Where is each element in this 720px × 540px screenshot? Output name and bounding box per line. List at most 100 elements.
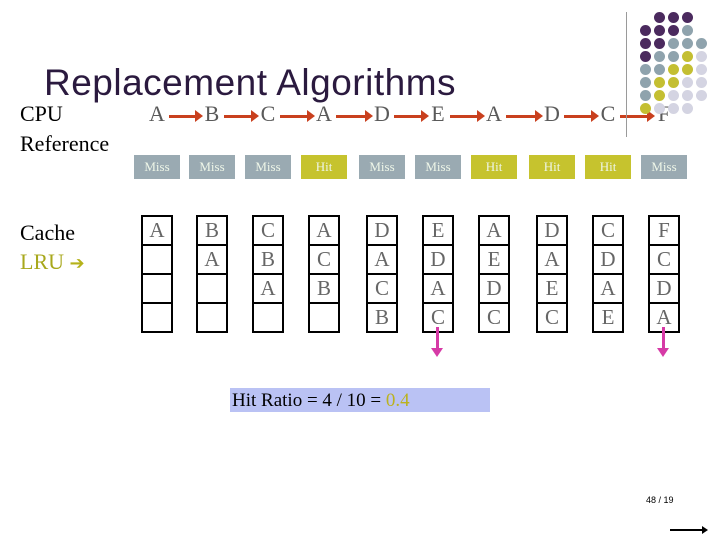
- hit-ratio-box: Hit Ratio = 4 / 10 = 0.4: [230, 388, 490, 412]
- decorative-dot: [668, 38, 679, 49]
- decorative-dot: [640, 38, 651, 49]
- cache-slot: F: [650, 217, 678, 246]
- result-badge-5: Miss: [359, 155, 405, 179]
- lru-text: LRU: [20, 249, 64, 274]
- slide-title: Replacement Algorithms: [44, 62, 456, 104]
- decorative-dot: [654, 25, 665, 36]
- decorative-dot: [682, 90, 693, 101]
- sequence-arrow-icon: [280, 115, 308, 118]
- cache-slot: D: [424, 246, 452, 275]
- sequence-arrow-icon: [450, 115, 478, 118]
- decorative-dot: [654, 64, 665, 75]
- decorative-dot: [682, 77, 693, 88]
- cache-column-9: CDAE: [592, 215, 624, 333]
- cache-slot: A: [198, 246, 226, 275]
- cache-slot: E: [480, 246, 508, 275]
- reference-1: A: [142, 101, 172, 127]
- cache-slot: E: [538, 275, 566, 304]
- cache-slot: B: [368, 304, 396, 331]
- cache-slot: A: [480, 217, 508, 246]
- result-badge-6: Miss: [415, 155, 461, 179]
- sequence-arrow-icon: [506, 115, 536, 118]
- cache-slot: D: [538, 217, 566, 246]
- decorative-dot: [654, 90, 665, 101]
- decorative-dot: [654, 12, 665, 23]
- decorative-dot: [668, 103, 679, 114]
- cache-column-3: CBA: [252, 215, 284, 333]
- cache-slot: B: [310, 275, 338, 304]
- sequence-arrow-icon: [224, 115, 252, 118]
- decorative-dot: [654, 38, 665, 49]
- result-badge-7: Hit: [471, 155, 517, 179]
- decorative-dot: [696, 64, 707, 75]
- cache-slot: [198, 304, 226, 331]
- decorative-dot: [640, 25, 651, 36]
- decorative-dot: [640, 64, 651, 75]
- result-badge-2: Miss: [189, 155, 235, 179]
- decorative-dot: [640, 103, 651, 114]
- decorative-dot: [654, 103, 665, 114]
- decorative-dot: [668, 25, 679, 36]
- result-badge-10: Miss: [641, 155, 687, 179]
- sequence-arrow-icon: [564, 115, 592, 118]
- sequence-arrow-icon: [169, 115, 196, 118]
- cache-slot: E: [594, 304, 622, 331]
- cache-slot: A: [594, 275, 622, 304]
- result-badge-3: Miss: [245, 155, 291, 179]
- cache-label: Cache: [20, 219, 75, 247]
- decorative-dot: [682, 64, 693, 75]
- decorative-dot: [682, 51, 693, 62]
- cpu-label: CPU: [20, 100, 63, 128]
- sequence-arrow-icon: [394, 115, 422, 118]
- eviction-arrow-icon: [436, 327, 439, 351]
- sequence-arrow-icon: [620, 115, 648, 118]
- lru-label: LRU ➔: [20, 248, 85, 278]
- decorative-dot: [668, 64, 679, 75]
- decorative-dot: [682, 25, 693, 36]
- decorative-dot: [668, 51, 679, 62]
- eviction-arrow-icon: [662, 327, 665, 351]
- decorative-dot: [696, 90, 707, 101]
- cache-slot: C: [480, 304, 508, 331]
- decorative-dot: [668, 90, 679, 101]
- result-badge-1: Miss: [134, 155, 180, 179]
- cache-slot: [254, 304, 282, 331]
- divider-line: [626, 12, 627, 137]
- decorative-dot: [668, 77, 679, 88]
- cache-column-6: EDAC: [422, 215, 454, 333]
- result-badge-4: Hit: [301, 155, 347, 179]
- cache-slot: B: [198, 217, 226, 246]
- cache-slot: [143, 246, 171, 275]
- decorative-dot: [640, 77, 651, 88]
- cache-slot: D: [368, 217, 396, 246]
- next-slide-arrow-icon[interactable]: [670, 529, 704, 531]
- decorative-dot: [668, 12, 679, 23]
- page-number: 48 / 19: [646, 495, 674, 505]
- decorative-dot: [682, 103, 693, 114]
- decorative-dot: [640, 51, 651, 62]
- cache-slot: B: [254, 246, 282, 275]
- cache-slot: C: [310, 246, 338, 275]
- decorative-dot: [696, 38, 707, 49]
- cache-slot: C: [254, 217, 282, 246]
- decorative-dot: [654, 77, 665, 88]
- cache-slot: A: [368, 246, 396, 275]
- cache-slot: [143, 304, 171, 331]
- cache-slot: A: [254, 275, 282, 304]
- hit-ratio-text: Hit Ratio = 4 / 10 =: [232, 390, 386, 411]
- cache-slot: [198, 275, 226, 304]
- decorative-dot: [640, 90, 651, 101]
- cache-slot: A: [310, 217, 338, 246]
- cache-slot: C: [594, 217, 622, 246]
- cache-slot: A: [424, 275, 452, 304]
- cache-slot: E: [424, 217, 452, 246]
- cache-slot: [143, 275, 171, 304]
- decorative-dot: [696, 51, 707, 62]
- decorative-dot: [696, 77, 707, 88]
- reference-label: Reference: [20, 130, 109, 158]
